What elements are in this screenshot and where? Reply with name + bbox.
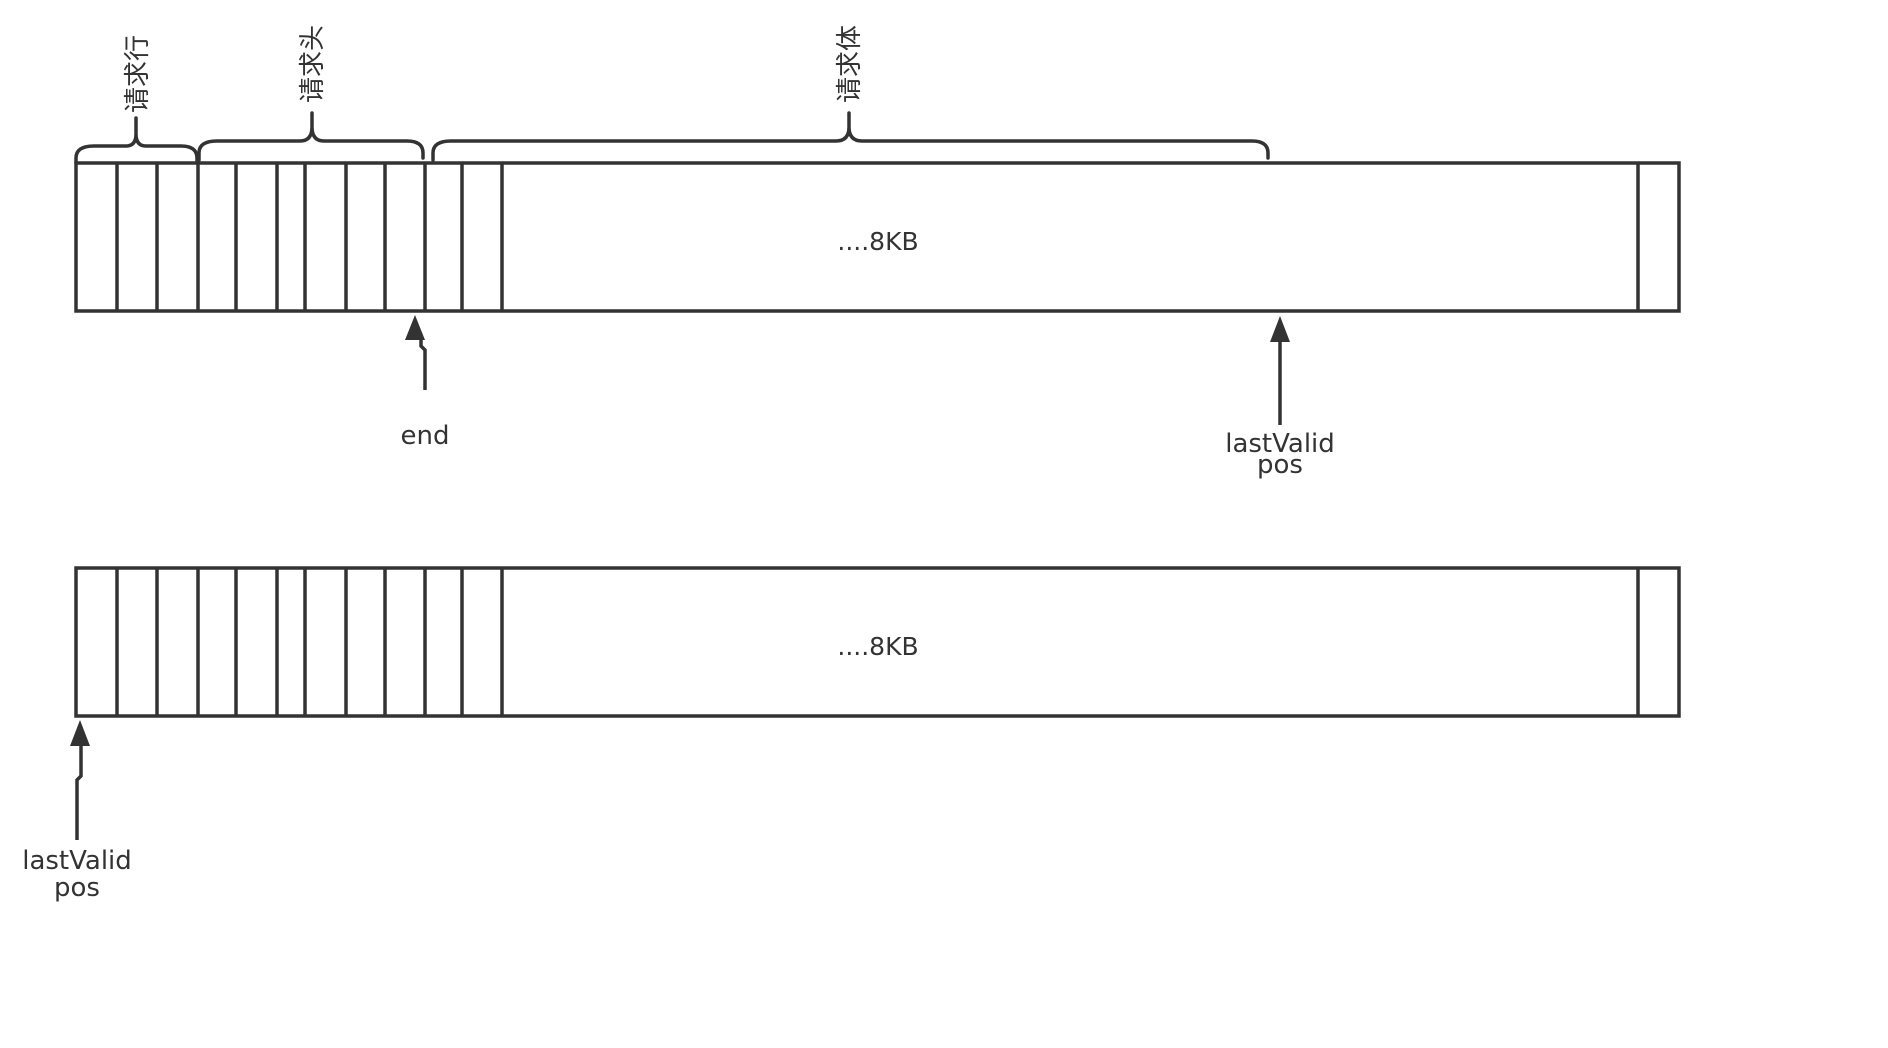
brace-request-body-label: 请求体: [835, 25, 865, 103]
pointer-last-valid-bottom-label-line2: pos: [54, 873, 100, 903]
brace-request-line: 请求行: [74, 35, 199, 165]
brace-request-body: 请求体: [431, 25, 1270, 162]
pointer-end-shaft: [419, 338, 427, 390]
brace-request-body-shape: [431, 111, 1270, 162]
buffer-top-outline: [74, 161, 1681, 313]
brace-request-header: 请求头: [197, 25, 425, 162]
buffer-top-fill-label: ....8KB: [837, 227, 918, 256]
pointer-last-valid-top-label-line2: pos: [1257, 450, 1303, 480]
pointer-last-valid-bottom-shaft: [75, 744, 83, 840]
buffer-bottom: ....8KB: [74, 566, 1681, 718]
pointer-last-valid-bottom: lastValid pos: [22, 720, 132, 903]
brace-request-line-shape: [74, 116, 199, 165]
buffer-top-cell-dividers: [115, 163, 1640, 311]
pointer-last-valid-top-arrowhead: [1270, 316, 1290, 342]
buffer-bottom-outline: [74, 566, 1681, 718]
buffer-bottom-fill-label: ....8KB: [837, 632, 918, 661]
buffer-top: ....8KB: [74, 161, 1681, 313]
brace-request-header-label: 请求头: [298, 25, 328, 103]
pointer-end: end: [401, 315, 450, 451]
buffer-bottom-cell-dividers: [115, 568, 1640, 716]
pointer-end-arrowhead: [405, 315, 425, 340]
pointer-last-valid-bottom-label-line1: lastValid: [22, 846, 132, 876]
pointer-end-label: end: [401, 421, 450, 451]
pointer-last-valid-top: lastValid pos: [1225, 316, 1335, 480]
pointer-last-valid-bottom-arrowhead: [70, 720, 90, 746]
brace-request-line-label: 请求行: [123, 35, 153, 113]
brace-request-header-shape: [197, 111, 425, 162]
pointer-last-valid-top-label-line1: lastValid: [1225, 429, 1335, 459]
